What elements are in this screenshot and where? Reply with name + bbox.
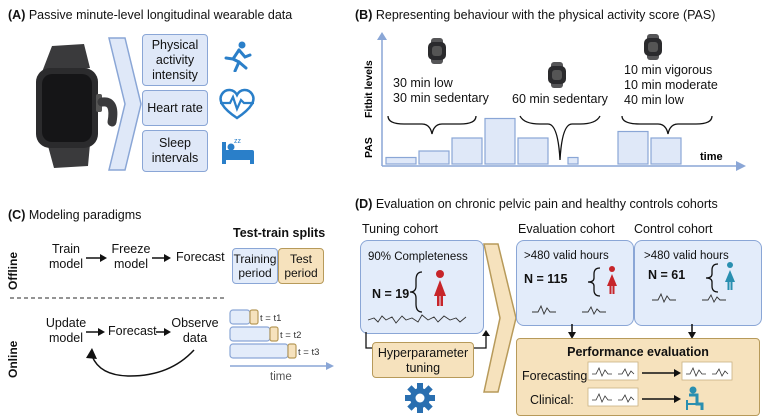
pas-bar [650, 137, 682, 165]
heart-pulse-icon [219, 88, 255, 120]
female-patient-icon [434, 270, 446, 306]
pas-bar [385, 156, 417, 165]
hyperparameter-tuning-box [372, 342, 474, 378]
smartwatch-icon [36, 44, 118, 168]
time-axis-label-c: time [270, 371, 292, 383]
hyperparameter-tuning-label: Hyperparameter tuning [377, 346, 469, 375]
annotation-3-line-3: 40 min low [624, 93, 684, 107]
tuning-n: N = 19 [372, 287, 410, 301]
panel-b-title: (B) Representing behaviour with the phys… [355, 8, 716, 22]
female-patient-icon-2 [607, 266, 617, 294]
clinical-label: Clinical: [530, 393, 574, 407]
control-cohort-title: Control cohort [634, 222, 713, 236]
chevron-right-icon [108, 37, 142, 171]
update-model-step: Update model [45, 316, 87, 345]
expanding-window-diagram [229, 309, 334, 370]
modeling-arrows [10, 254, 225, 377]
control-cohort-graphics [652, 262, 735, 304]
test-period-box: Test period [278, 248, 324, 284]
forecast-step-offline: Forecast [176, 250, 225, 264]
evaluation-cohort-graphics [532, 266, 617, 316]
forecast-step-online: Forecast [108, 324, 157, 338]
chevron-right-large-icon [483, 243, 517, 393]
panel-c-title: (C) Modeling paradigms [8, 208, 142, 222]
pas-x-axis-arrow [736, 161, 746, 171]
observe-data-step: Observe data [171, 316, 219, 345]
panel-a-title: (A) Passive minute-level longitudinal we… [8, 8, 293, 22]
annotation-3-line-2: 10 min moderate [624, 78, 718, 92]
pas-y-axis-arrow [377, 32, 387, 40]
time-step-1: t = t1 [260, 313, 282, 324]
annotation-1-line-1: 30 min low [393, 76, 453, 90]
freeze-model-step: Freeze model [111, 242, 151, 271]
physical-activity-box: Physical activity intensity [142, 34, 208, 86]
pas-bar [484, 117, 516, 165]
annotation-2-line-1: 60 min sedentary [512, 92, 608, 106]
brace-2 [519, 115, 601, 161]
watch-icon-2 [548, 62, 566, 88]
pas-bar [617, 130, 649, 165]
cohort-down-arrows [568, 324, 696, 339]
forecasting-label: Forecasting: [522, 369, 591, 383]
fitbit-levels-label: Fitbit levels [363, 60, 375, 118]
tuning-cohort-graphics [367, 270, 467, 324]
tuning-cohort-title: Tuning cohort [362, 222, 438, 236]
tuning-signal [367, 314, 467, 324]
train-model-step: Train model [48, 242, 84, 271]
time-axis-label: time [700, 151, 723, 163]
healthy-control-icon [725, 262, 735, 290]
control-hours: >480 valid hours [644, 250, 729, 262]
pas-bar [418, 150, 450, 165]
performance-title: Performance evaluation [567, 345, 709, 359]
pas-chart: Fitbit levels PAS time [363, 32, 746, 171]
watch-icon-1 [428, 38, 446, 64]
control-cohort-card [634, 240, 762, 326]
pas-bar [567, 156, 579, 165]
sleeping-bed-icon: zz [222, 138, 254, 164]
tuning-completeness: 90% Completeness [368, 251, 468, 263]
watch-icon-3 [644, 34, 662, 60]
heart-rate-box: Heart rate [142, 90, 208, 126]
clinician-chair-icon [686, 386, 704, 410]
running-person-icon [224, 41, 252, 72]
brace-3 [621, 115, 713, 135]
panel-d-title: (D) Evaluation on chronic pelvic pain an… [355, 197, 718, 211]
annotation-1-line-2: 30 min sedentary [393, 91, 489, 105]
control-n: N = 61 [648, 268, 686, 282]
pas-bar [451, 137, 483, 165]
pas-bar [517, 137, 549, 165]
annotation-3-line-1: 10 min vigorous [624, 63, 713, 77]
performance-graphics [587, 361, 733, 410]
evaluation-n: N = 115 [524, 272, 568, 286]
evaluation-hours: >480 valid hours [524, 250, 609, 262]
svg-text:zz: zz [234, 138, 242, 145]
time-step-3: t = t3 [298, 347, 320, 358]
brace-1 [387, 115, 477, 135]
time-step-2: t = t2 [280, 330, 302, 341]
training-period-box: Training period [232, 248, 278, 284]
gear-icon [405, 383, 435, 413]
pas-axis-label: PAS [363, 137, 375, 158]
splits-title: Test-train splits [233, 226, 326, 240]
sleep-intervals-box: Sleep intervals [142, 130, 208, 172]
evaluation-cohort-title: Evaluation cohort [518, 222, 615, 236]
